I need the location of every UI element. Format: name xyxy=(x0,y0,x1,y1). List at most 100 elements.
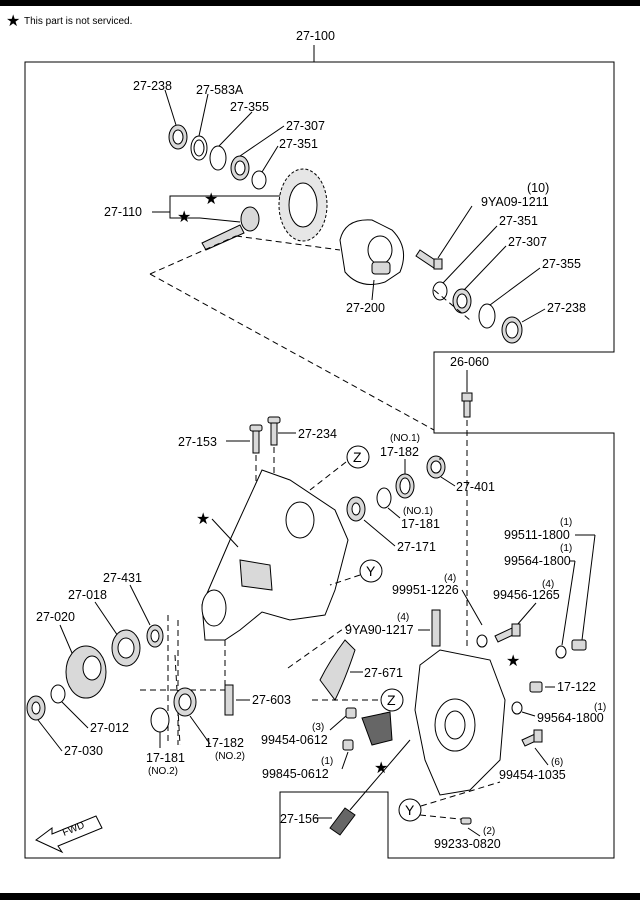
label-27-671[interactable]: 27-671 xyxy=(364,666,403,680)
washer-99564-top-icon[interactable] xyxy=(555,645,567,659)
label-27-200[interactable]: 27-200 xyxy=(346,301,385,315)
bolt-99454-1035-icon[interactable] xyxy=(521,729,543,747)
label-27-030[interactable]: 27-030 xyxy=(64,744,103,758)
label-99951-1226[interactable]: 99951-1226 xyxy=(392,583,459,597)
race-27-583a[interactable] xyxy=(190,135,208,161)
seal-27-431[interactable] xyxy=(146,624,164,648)
bearing-27-307-right[interactable] xyxy=(452,288,472,314)
callout-y-low[interactable] xyxy=(398,798,422,822)
race-17-181-no2[interactable] xyxy=(150,707,170,733)
bolt-27-234-icon[interactable] xyxy=(267,416,281,446)
washer-27-012[interactable] xyxy=(50,684,66,704)
plug-17-122-icon[interactable] xyxy=(529,681,543,693)
plug-99511-icon[interactable] xyxy=(571,639,587,651)
label-q3[interactable]: (3) xyxy=(312,722,324,733)
bracket-99845-icon[interactable] xyxy=(361,711,393,746)
pinion-gear-icon[interactable] xyxy=(201,206,260,251)
label-17-181-bottom[interactable]: 17-181 xyxy=(146,751,185,765)
label-27-100[interactable]: 27-100 xyxy=(296,29,335,43)
label-no2-a[interactable]: (NO.2) xyxy=(148,766,178,777)
label-27-238-top[interactable]: 27-238 xyxy=(133,79,172,93)
label-q2[interactable]: (2) xyxy=(483,826,495,837)
label-99454-1035[interactable]: 99454-1035 xyxy=(499,768,566,782)
label-27-583a[interactable]: 27-583A xyxy=(196,83,244,97)
label-17-122[interactable]: 17-122 xyxy=(557,680,596,694)
bolt-99845-icon[interactable] xyxy=(342,739,354,751)
label-99564-1800-top[interactable]: 99564-1800 xyxy=(504,554,571,568)
label-q4-c[interactable]: (4) xyxy=(397,612,409,623)
label-27-012[interactable]: 27-012 xyxy=(90,721,129,735)
label-q4-a[interactable]: (4) xyxy=(444,573,456,584)
nut-27-030[interactable] xyxy=(26,695,46,721)
bearing-27-351-right[interactable] xyxy=(432,281,448,301)
carrier-housing-front-icon[interactable] xyxy=(201,469,349,641)
label-q1-c[interactable]: (1) xyxy=(594,702,606,713)
bolt-27-153-icon[interactable] xyxy=(249,424,263,454)
label-27-401[interactable]: 27-401 xyxy=(456,480,495,494)
rear-cover-housing-icon[interactable] xyxy=(414,649,506,796)
label-17-181-top[interactable]: 17-181 xyxy=(401,517,440,531)
label-99564-1800-right[interactable]: 99564-1800 xyxy=(537,711,604,725)
label-q1-d[interactable]: (1) xyxy=(321,756,333,767)
callout-z-low[interactable] xyxy=(380,688,404,712)
label-27-110[interactable]: 27-110 xyxy=(104,205,142,219)
label-9ya09-1211[interactable]: 9YA09-1211 xyxy=(481,195,549,209)
label-27-351-right[interactable]: 27-351 xyxy=(499,214,538,228)
stud-27-603-icon[interactable] xyxy=(224,684,234,716)
bolt-9ya09-icon[interactable] xyxy=(415,249,443,270)
label-q4-b[interactable]: (4) xyxy=(542,579,554,590)
sealant-tube-27-156-icon[interactable] xyxy=(329,739,411,836)
label-27-431[interactable]: 27-431 xyxy=(103,571,142,585)
label-27-355-top[interactable]: 27-355 xyxy=(230,100,269,114)
label-9ya90-1217[interactable]: 9YA90-1217 xyxy=(345,623,414,637)
label-bolt-qty-10[interactable]: (10) xyxy=(527,181,549,195)
shim-27-355-top[interactable] xyxy=(209,145,227,171)
label-no1-a[interactable]: (NO.1) xyxy=(390,433,420,444)
label-17-182-bottom[interactable]: 17-182 xyxy=(205,736,244,750)
dust-cover-27-018[interactable] xyxy=(111,629,141,667)
label-q1-b[interactable]: (1) xyxy=(560,543,572,554)
label-27-355-right[interactable]: 27-355 xyxy=(542,257,581,271)
bearing-17-182-no1[interactable] xyxy=(395,473,415,499)
stud-9ya90-icon[interactable] xyxy=(431,609,441,647)
bolt-99454-0612-icon[interactable] xyxy=(345,707,357,719)
shim-27-355-right[interactable] xyxy=(478,303,496,329)
ring-gear-icon[interactable] xyxy=(278,168,328,242)
label-17-182-top[interactable]: 17-182 xyxy=(380,445,419,459)
callout-z-top[interactable] xyxy=(346,445,370,469)
label-27-307-top[interactable]: 27-307 xyxy=(286,119,325,133)
bearing-27-351-top[interactable] xyxy=(251,170,267,190)
label-27-153[interactable]: 27-153 xyxy=(178,435,217,449)
label-q1-a[interactable]: (1) xyxy=(560,517,572,528)
label-27-156[interactable]: 27-156 xyxy=(280,812,319,826)
companion-flange-27-020[interactable] xyxy=(65,645,107,699)
label-q6[interactable]: (6) xyxy=(551,757,563,768)
label-27-171[interactable]: 27-171 xyxy=(397,540,436,554)
callout-y-mid[interactable] xyxy=(359,559,383,583)
label-99845-0612[interactable]: 99845-0612 xyxy=(262,767,329,781)
label-26-060[interactable]: 26-060 xyxy=(450,355,489,369)
bearing-17-182-no2[interactable] xyxy=(173,687,197,717)
washer-99951-icon[interactable] xyxy=(476,634,488,648)
gasket-27-671-icon[interactable] xyxy=(319,639,356,701)
label-99511-1800[interactable]: 99511-1800 xyxy=(504,528,570,542)
label-27-234[interactable]: 27-234 xyxy=(298,427,337,441)
washer-99564-right-icon[interactable] xyxy=(511,701,523,715)
label-27-351-top[interactable]: 27-351 xyxy=(279,137,318,151)
label-99456-1265[interactable]: 99456-1265 xyxy=(493,588,560,602)
label-27-018[interactable]: 27-018 xyxy=(68,588,107,602)
label-27-020[interactable]: 27-020 xyxy=(36,610,75,624)
label-27-307-right[interactable]: 27-307 xyxy=(508,235,547,249)
label-no2-b[interactable]: (NO.2) xyxy=(215,751,245,762)
seal-27-238-top[interactable] xyxy=(168,124,188,150)
pin-99233-icon[interactable] xyxy=(460,817,472,825)
label-99454-0612[interactable]: 99454-0612 xyxy=(261,733,328,747)
label-no1-b[interactable]: (NO.1) xyxy=(403,506,433,517)
differential-case-icon[interactable] xyxy=(339,219,405,285)
label-27-238-right[interactable]: 27-238 xyxy=(547,301,586,315)
label-27-603[interactable]: 27-603 xyxy=(252,693,291,707)
race-17-181-no1[interactable] xyxy=(376,487,392,509)
breather-26-060-icon[interactable] xyxy=(461,392,473,418)
label-99233-0820[interactable]: 99233-0820 xyxy=(434,837,501,851)
oil-seal-27-171[interactable] xyxy=(346,496,366,522)
